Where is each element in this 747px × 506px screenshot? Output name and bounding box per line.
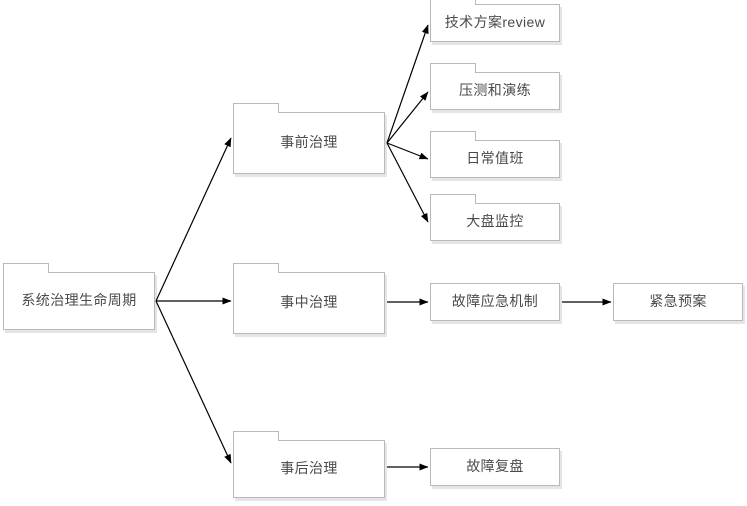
node-dashboard-monitor[interactable]: 大盘监控 [430,194,560,241]
node-during[interactable]: 事中治理 [233,263,385,334]
node-postmortem[interactable]: 故障复盘 [430,448,560,486]
folder-tab-icon [430,194,477,205]
folder-tab-icon [233,103,280,114]
edge-root-to-post [155,300,232,464]
node-tech-review[interactable]: 技术方案review [430,0,560,42]
node-stress-drill[interactable]: 压测和演练 [430,63,560,110]
edge-pre-to-duty [386,142,429,160]
edge-root-to-pre [155,137,232,302]
node-post[interactable]: 事后治理 [233,431,385,498]
node-incident-response[interactable]: 故障应急机制 [430,283,560,321]
folder-tab-icon [430,63,477,74]
node-daily-duty[interactable]: 日常值班 [430,131,560,178]
node-label: 紧急预案 [649,293,707,310]
node-label: 事后治理 [280,460,338,477]
folder-tab-icon [430,131,477,142]
node-label: 事前治理 [280,134,338,151]
edge-pre-to-tech [386,24,429,144]
node-label: 事中治理 [280,294,338,311]
node-root[interactable]: 系统治理生命周期 [3,263,155,330]
folder-tab-icon [3,263,50,274]
node-label: 故障应急机制 [451,293,539,310]
node-label: 大盘监控 [466,213,524,230]
node-label: 故障复盘 [466,458,524,475]
node-label: 日常值班 [466,150,524,167]
folder-tab-icon [430,0,477,6]
folder-tab-icon [233,431,280,442]
node-label: 系统治理生命周期 [21,292,137,309]
edge-pre-to-dashboard [386,142,429,223]
node-pre[interactable]: 事前治理 [233,103,385,174]
node-emergency-plan[interactable]: 紧急预案 [613,283,743,321]
folder-tab-icon [233,263,280,274]
node-label: 技术方案review [444,14,546,31]
edge-pre-to-stress [386,91,429,144]
node-label: 压测和演练 [459,82,531,99]
